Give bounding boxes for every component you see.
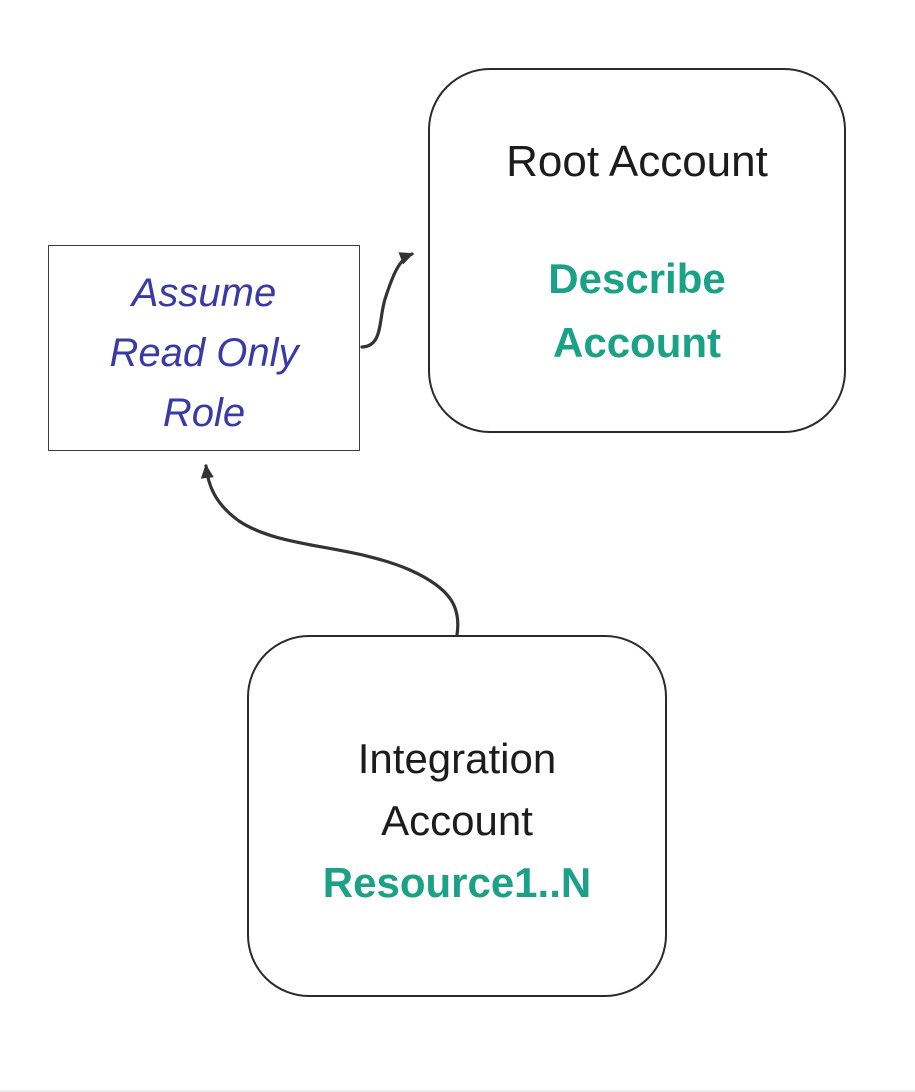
root-account-title: Root Account xyxy=(506,137,768,186)
assume-label-line-2: Read Only xyxy=(109,331,299,375)
node-assume-read-only-role: Assume Read Only Role xyxy=(48,245,360,451)
edge-integration-to-assume-arrow xyxy=(200,464,460,637)
assume-role-label: Assume Read Only Role xyxy=(49,263,359,443)
integration-resource-label: Resource1..N xyxy=(322,859,592,906)
integration-title-line-1: Integration xyxy=(357,735,557,782)
assume-label-line-3: Role xyxy=(162,391,246,435)
edge-assume-to-root-arrow xyxy=(360,252,414,349)
node-root-account: Root Account Describe Account xyxy=(428,68,846,433)
integration-title-line-2: Account xyxy=(381,797,533,844)
node-integration-account: Integration Account Resource1..N xyxy=(247,635,667,997)
root-action-line-2: Account xyxy=(553,319,721,366)
integration-account-label: Integration Account Resource1..N xyxy=(249,728,665,914)
assume-label-line-1: Assume xyxy=(131,271,277,315)
root-action-line-1: Describe xyxy=(548,255,726,302)
root-account-action: Describe Account xyxy=(430,247,844,375)
